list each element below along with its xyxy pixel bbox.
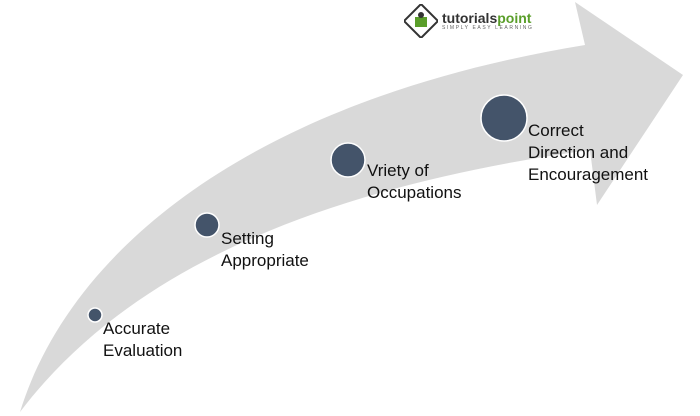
step-1-marker <box>87 307 103 323</box>
step-4-label: Correct Direction and Encouragement <box>528 120 648 186</box>
step-1-label: Accurate Evaluation <box>103 318 182 362</box>
logo-icon <box>404 4 438 38</box>
step-3-line2: Occupations <box>367 183 462 202</box>
logo-tagline: SIMPLY EASY LEARNING <box>442 25 534 31</box>
step-4-line1: Correct <box>528 121 584 140</box>
step-2-label: Setting Appropriate <box>221 228 309 272</box>
step-4-line2: Direction and <box>528 143 629 162</box>
step-4-marker <box>480 94 528 142</box>
step-2-marker <box>194 212 220 238</box>
step-2-line2: Appropriate <box>221 251 309 270</box>
step-1-line1: Accurate <box>103 319 171 338</box>
step-3-line1: Vriety of <box>367 161 429 180</box>
step-1-line2: Evaluation <box>103 341 183 360</box>
logo-name-2: point <box>497 10 532 26</box>
step-3-marker <box>330 142 366 178</box>
tutorialspoint-logo: tutorialspoint SIMPLY EASY LEARNING <box>404 4 533 38</box>
step-2-line1: Setting <box>221 229 274 248</box>
logo-name-1: tutorials <box>442 10 498 26</box>
step-3-label: Vriety of Occupations <box>367 160 462 204</box>
step-4-line3: Encouragement <box>528 165 649 184</box>
